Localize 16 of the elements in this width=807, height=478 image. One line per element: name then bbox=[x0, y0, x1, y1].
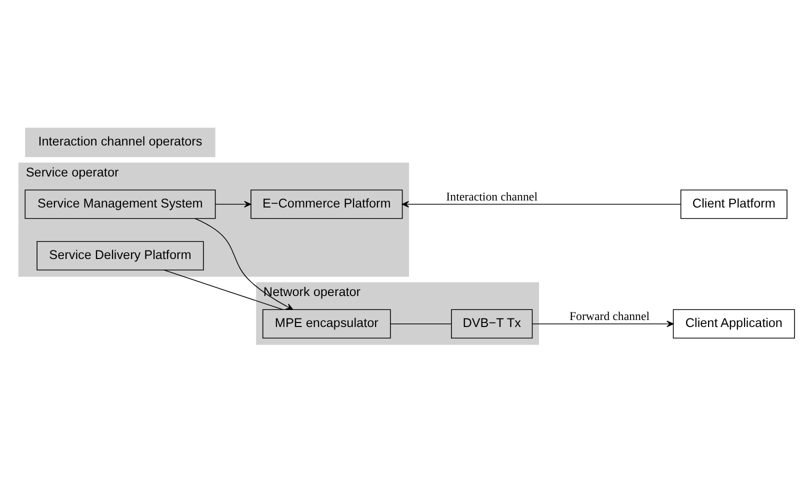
connector bbox=[390, 323, 452, 324]
node-box: MPE encapsulator bbox=[262, 308, 391, 338]
node-box: DVB−T Tx bbox=[451, 308, 533, 338]
node-box: Service Delivery Platform bbox=[36, 240, 204, 270]
arrow bbox=[532, 320, 674, 327]
node-box: Interaction channel operators bbox=[25, 127, 216, 157]
node-box: Service Management System bbox=[24, 189, 216, 218]
arrow bbox=[214, 200, 252, 207]
arrow bbox=[194, 218, 294, 310]
edge-label: Forward channel bbox=[569, 308, 650, 322]
connector bbox=[164, 269, 284, 310]
node-box: E−Commerce Platform bbox=[250, 189, 403, 218]
edge-label: Interaction channel bbox=[446, 188, 538, 203]
node-box: Client Platform bbox=[680, 189, 788, 218]
node-box: Client Application bbox=[672, 308, 795, 338]
arrow bbox=[402, 200, 682, 207]
